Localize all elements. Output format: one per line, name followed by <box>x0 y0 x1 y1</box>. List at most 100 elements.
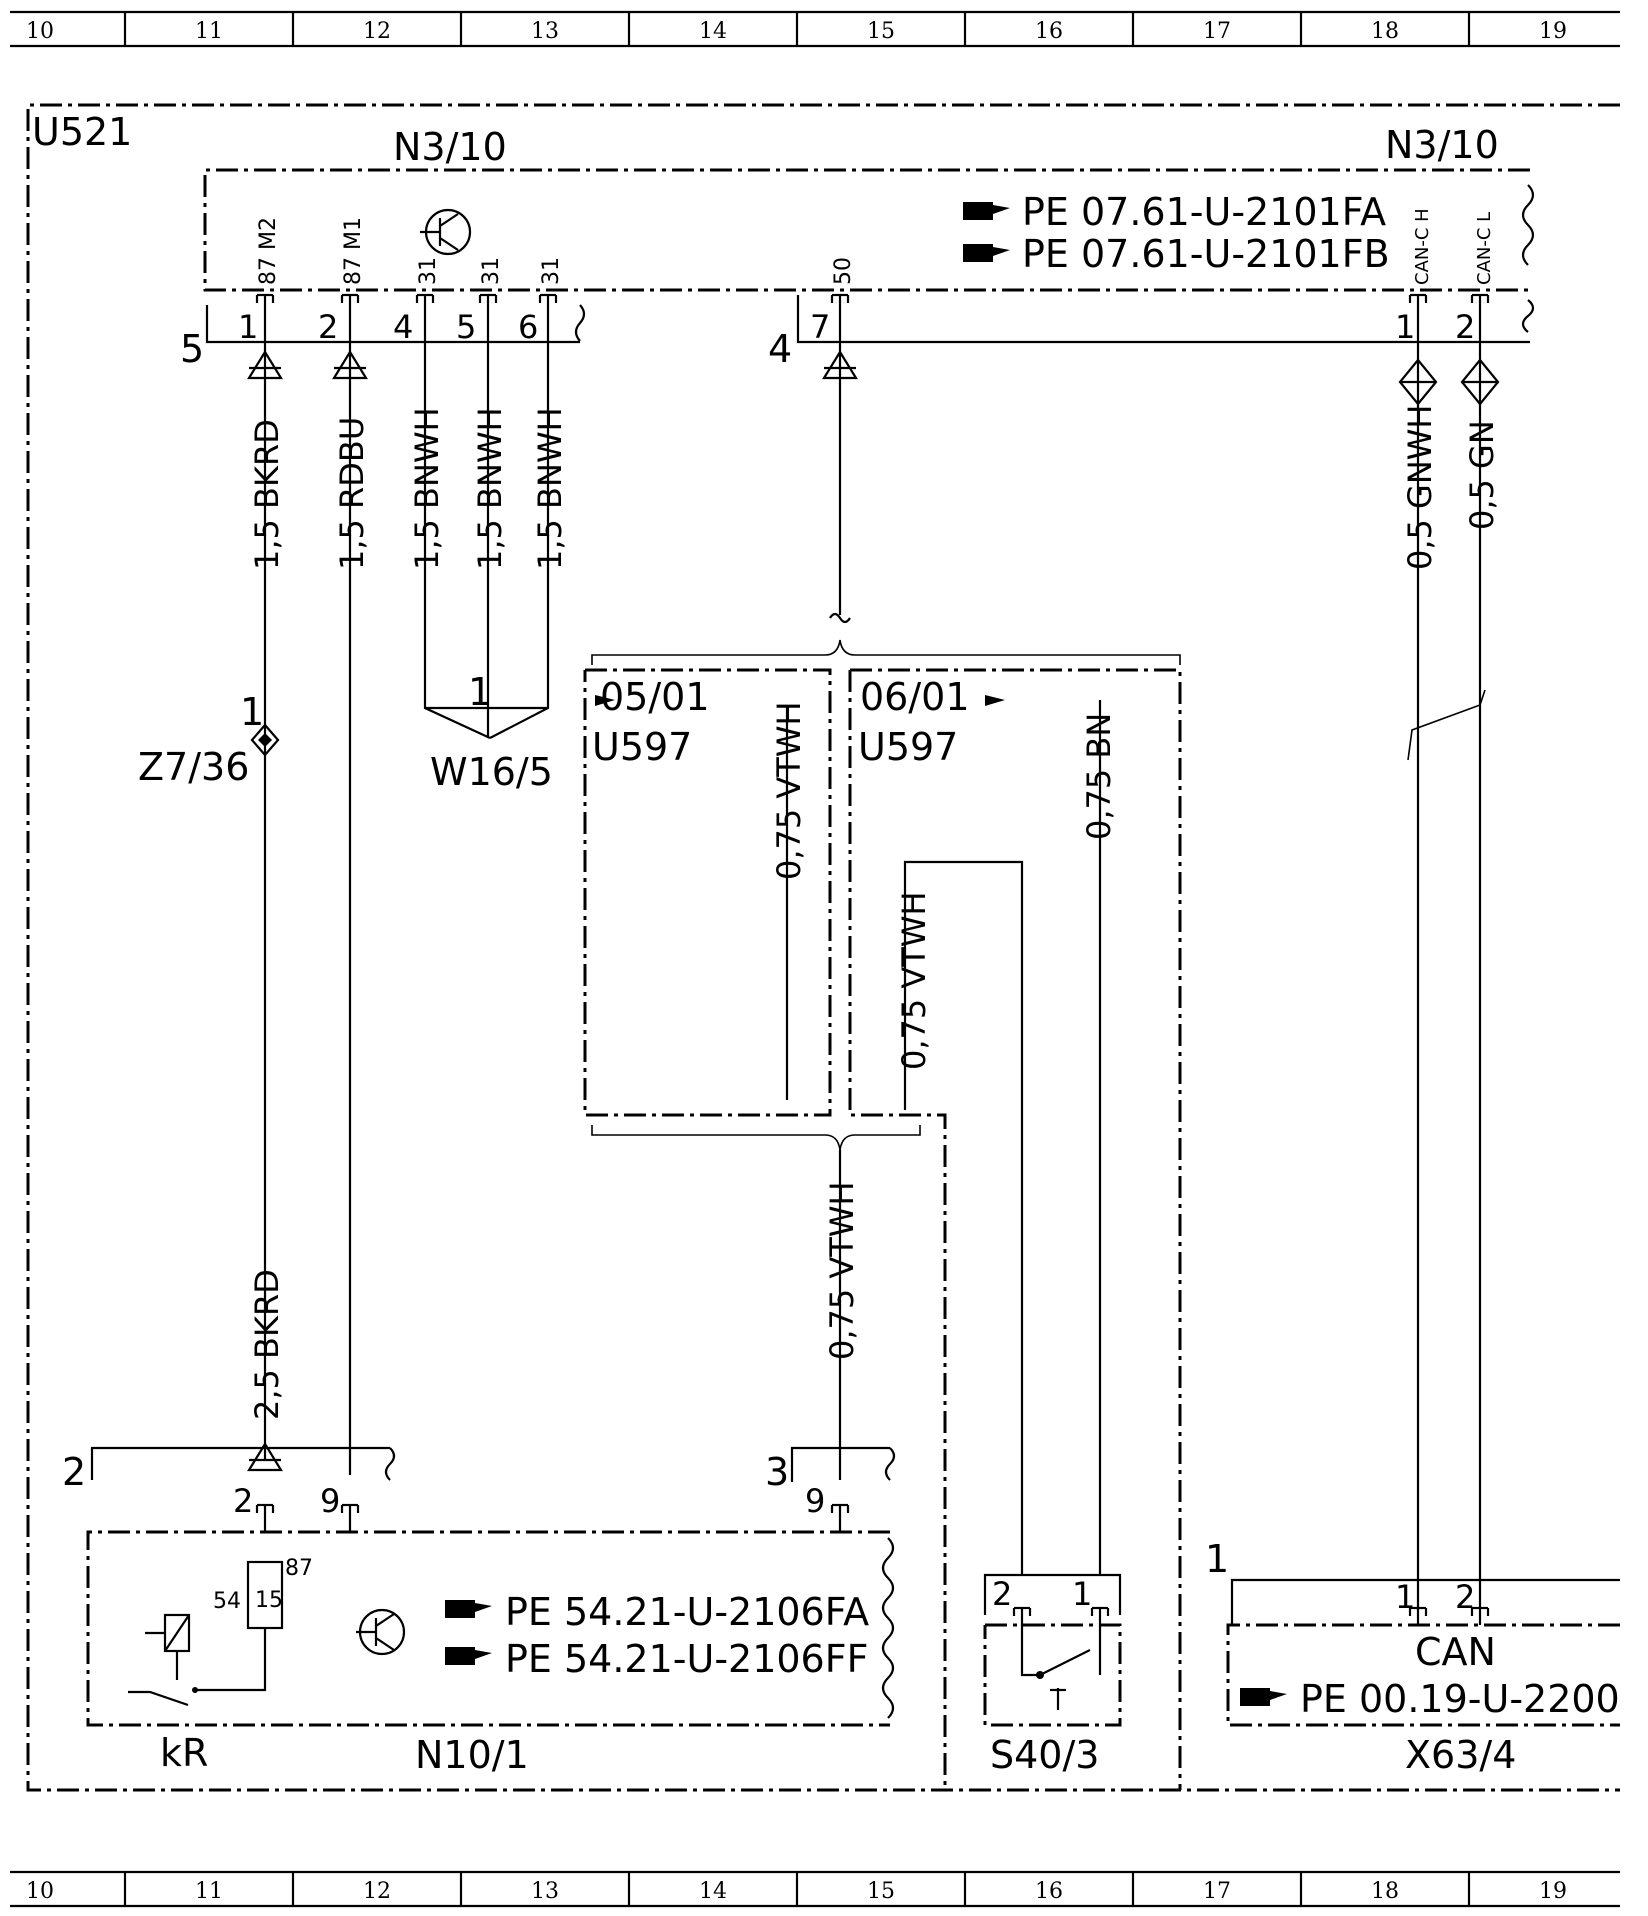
module-label-right: N3/10 <box>1385 123 1499 167</box>
group-2-label: 2 <box>62 1450 86 1494</box>
wire-label: 1,5 RDBU <box>333 417 371 570</box>
pin-name: 50 <box>831 257 856 285</box>
connector-arrow <box>822 349 858 380</box>
can-connector-x63-4: 1 CAN PE 00.19-U-2200 X63/4 1 2 <box>1205 1537 1620 1777</box>
wire-label: 0,5 GNWH <box>1401 405 1439 571</box>
relay-pin: 87 <box>285 1556 313 1581</box>
pin-number: 9 <box>805 1482 825 1520</box>
grid-column-number: 14 <box>699 19 727 44</box>
grid-column-number: 13 <box>531 1879 559 1904</box>
wire-label: 1,5 BNWH <box>408 407 446 570</box>
relay-pin: 15 <box>255 1588 283 1613</box>
wire-label: 0,75 VTWH <box>770 701 808 880</box>
pin-number: 5 <box>456 308 476 346</box>
pin-name: 31 <box>416 257 441 285</box>
grid-column-number: 17 <box>1203 1879 1231 1904</box>
grid-column-number: 19 <box>1539 1879 1567 1904</box>
switch-label: S40/3 <box>990 1733 1099 1777</box>
pin-number: 1 <box>238 308 258 346</box>
pin-name: 87 M1 <box>341 217 366 285</box>
splice-label: Z7/36 <box>138 745 249 789</box>
bottom-module-label: N10/1 <box>415 1733 529 1777</box>
can-group-label: 1 <box>1205 1537 1229 1581</box>
pin-number: 1 <box>1395 308 1415 346</box>
wire-label: 1,5 BKRD <box>248 419 286 570</box>
ground-label: W16/5 <box>430 750 553 794</box>
transistor-icon <box>356 1608 406 1656</box>
reference-hand-icon <box>963 202 1010 220</box>
grid-column-number: 10 <box>26 19 54 44</box>
can-title: CAN <box>1415 1630 1496 1674</box>
ground-w16-5: 1 W16/5 <box>430 670 553 794</box>
frame-label: U521 <box>32 110 132 154</box>
pin-name: CAN-C H <box>1412 208 1433 285</box>
grid-column-number: 18 <box>1371 19 1399 44</box>
grid-column-number: 11 <box>195 1879 223 1904</box>
reference-hand-icon <box>963 244 1010 262</box>
module-ref-b: PE 54.21-U-2106FF <box>505 1637 868 1681</box>
wire-label: 0,5 GN <box>1463 420 1501 530</box>
u597-boxes: 05/01 U597 06/01 U597 <box>583 612 1182 1790</box>
u597-left-ref: 05/01 <box>600 675 710 719</box>
wire-label: 1,5 BNWH <box>471 407 509 570</box>
module-ref-a: PE 54.21-U-2106FA <box>505 1590 869 1634</box>
splice-z7-36: 1 Z7/36 <box>138 690 280 789</box>
grid-column-number: 18 <box>1371 1879 1399 1904</box>
wire-labels: 1,5 BKRD 1,5 RDBU 1,5 BNWH 1,5 BNWH 1,5 … <box>248 405 1501 1421</box>
group-4-label: 4 <box>768 327 792 371</box>
module-ref-b: PE 07.61-U-2101FB <box>1022 232 1390 276</box>
grid-column-number: 11 <box>195 19 223 44</box>
wire-harness-top <box>263 342 1486 1610</box>
can-connector-label: X63/4 <box>1405 1733 1516 1777</box>
bottom-pin-numbers: 2 9 9 <box>233 1482 825 1520</box>
u521-frame: U521 <box>26 103 1620 1792</box>
pin-number: 9 <box>320 1482 340 1520</box>
module-label-left: N3/10 <box>393 125 507 169</box>
can-connector-arrow <box>1460 358 1500 406</box>
reference-hand-icon <box>445 1600 492 1618</box>
u597-right-label: U597 <box>858 725 958 769</box>
grid-column-number: 17 <box>1203 19 1231 44</box>
switch-pin: 2 <box>992 1575 1012 1613</box>
splice-pin: 1 <box>240 690 264 734</box>
can-pin: 1 <box>1395 1578 1415 1616</box>
module-ref-a: PE 07.61-U-2101FA <box>1022 190 1386 234</box>
pin-name: 87 M2 <box>256 217 281 285</box>
can-pin: 2 <box>1455 1578 1475 1616</box>
wire-label: 2,5 BKRD <box>248 1269 286 1420</box>
u597-left-label: U597 <box>592 725 692 769</box>
connector-arrow <box>332 349 368 380</box>
grid-column-number: 16 <box>1035 19 1063 44</box>
grid-column-number: 10 <box>26 1879 54 1904</box>
grid-column-number: 13 <box>531 19 559 44</box>
top-module-n3-10: N3/10 N3/10 PE 07.61-U-2101FA PE 07.61-U… <box>180 123 1535 371</box>
pin-number: 7 <box>810 308 830 346</box>
grid-column-number: 14 <box>699 1879 727 1904</box>
switch-s40-3: S40/3 2 1 <box>983 1573 1122 1777</box>
can-connector-arrow <box>1398 358 1438 406</box>
grid-column-number: 15 <box>867 1879 895 1904</box>
reference-hand-icon <box>1240 1688 1287 1706</box>
can-ref: PE 00.19-U-2200 <box>1300 1677 1620 1721</box>
switch-pin: 1 <box>1072 1575 1092 1613</box>
connector-arrows <box>247 349 1500 1472</box>
grid-column-number: 12 <box>363 1879 391 1904</box>
transistor-icon <box>420 208 472 256</box>
pin-number: 6 <box>518 308 538 346</box>
pin-name: CAN-C L <box>1474 212 1495 285</box>
group-5-label: 5 <box>180 327 204 371</box>
pin-number: 4 <box>393 308 413 346</box>
ground-pin: 1 <box>468 670 492 714</box>
grid-column-number: 16 <box>1035 1879 1063 1904</box>
pin-number: 2 <box>233 1482 253 1520</box>
bottom-module-n10-1: 2 3 15 54 87 kR PE 54. <box>62 1446 896 1777</box>
grid-column-number: 19 <box>1539 19 1567 44</box>
bottom-grid-ruler: 10 11 12 13 14 15 16 17 18 19 <box>10 1870 1620 1908</box>
wire-label: 0,75 VTWH <box>823 1181 861 1360</box>
u597-right-ref: 06/01 <box>860 675 970 719</box>
relay-label: kR <box>160 1731 208 1775</box>
wire-label: 1,5 BNWH <box>531 407 569 570</box>
grid-column-number: 12 <box>363 19 391 44</box>
